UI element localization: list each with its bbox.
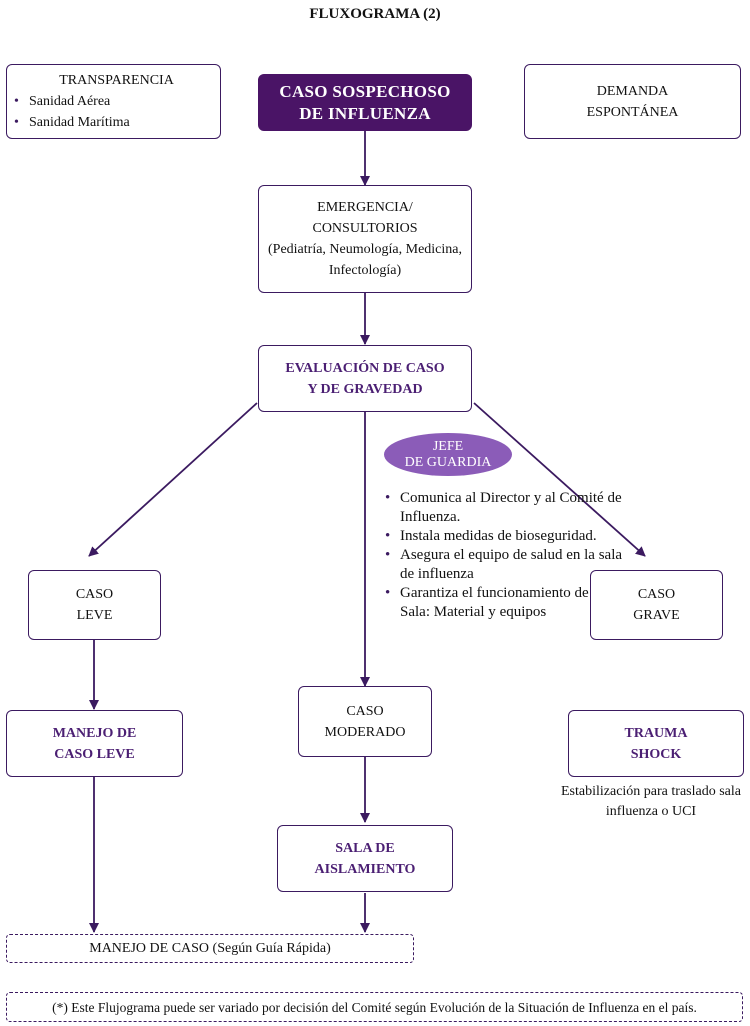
trauma-line1: TRAUMA: [624, 725, 688, 741]
manejo-leve-line2: CASO LEVE: [54, 746, 135, 762]
jefe-line1: JEFE: [432, 438, 464, 454]
list-item: Sanidad Aérea: [13, 91, 220, 112]
jefe-de-guardia-ellipse: JEFE DE GUARDIA: [384, 433, 512, 476]
list-item: Sanidad Marítima: [13, 112, 220, 133]
estabilizacion-line1: Estabilización para traslado: [561, 784, 716, 799]
list-item: Asegura el equipo de salud en la sala de…: [384, 546, 624, 584]
demanda-line1: DEMANDA: [596, 83, 669, 99]
evaluacion-line2: Y DE GRAVEDAD: [307, 381, 423, 397]
list-item: Garantiza el funcionamiento de la Sala: …: [384, 584, 624, 622]
caso-leve-line2: LEVE: [76, 608, 113, 623]
manejo-caso-leve-box: MANEJO DE CASO LEVE: [6, 710, 183, 777]
manejo-caso-label: MANEJO DE CASO (Según Guía Rápida): [89, 941, 331, 956]
transparencia-list: Sanidad Aérea Sanidad Marítima: [13, 91, 220, 133]
caso-leve-line1: CASO: [75, 587, 114, 602]
sala-line1: SALA DE: [335, 840, 395, 856]
emergencia-line4: Infectología): [328, 263, 402, 278]
demanda-line2: ESPONTÁNEA: [586, 104, 679, 120]
trauma-shock-box: TRAUMA SHOCK: [568, 710, 744, 777]
caso-sospechoso-line2: DE INFLUENZA: [299, 103, 431, 123]
jefe-line2: DE GUARDIA: [404, 454, 492, 470]
caso-moderado-line2: MODERADO: [324, 724, 406, 740]
transparencia-box: TRANSPARENCIA Sanidad Aérea Sanidad Marí…: [6, 64, 221, 139]
sala-aislamiento-box: SALA DE AISLAMIENTO: [277, 825, 453, 892]
footnote-box: (*) Este Flujograma puede ser variado po…: [6, 992, 743, 1022]
caso-sospechoso-box: CASO SOSPECHOSO DE INFLUENZA: [258, 74, 472, 131]
list-item: Comunica al Director y al Comité de Infl…: [384, 489, 624, 527]
estabilizacion-note: Estabilización para traslado sala influe…: [556, 782, 746, 822]
caso-grave-line2: GRAVE: [633, 608, 680, 623]
emergencia-line2: CONSULTORIOS: [312, 221, 418, 236]
transparencia-heading: TRANSPARENCIA: [59, 73, 174, 88]
evaluacion-box: EVALUACIÓN DE CASO Y DE GRAVEDAD: [258, 345, 472, 412]
manejo-leve-line1: MANEJO DE: [52, 725, 137, 741]
emergencia-line1: EMERGENCIA/: [317, 200, 413, 215]
emergencia-line3: (Pediatría, Neumología, Medicina,: [268, 242, 462, 257]
manejo-caso-guia-box: MANEJO DE CASO (Según Guía Rápida): [6, 934, 414, 963]
caso-moderado-line1: CASO: [346, 703, 384, 719]
caso-moderado-box: CASO MODERADO: [298, 686, 432, 757]
evaluacion-line1: EVALUACIÓN DE CASO: [285, 360, 445, 376]
jefe-task-list: Comunica al Director y al Comité de Infl…: [384, 489, 624, 622]
caso-leve-box: CASO LEVE: [28, 570, 161, 640]
caso-sospechoso-line1: CASO SOSPECHOSO: [279, 81, 451, 101]
arrow-evaluacion-to-leve: [88, 402, 258, 557]
list-item: Instala medidas de bioseguridad.: [384, 527, 624, 546]
sala-line2: AISLAMIENTO: [314, 861, 416, 877]
emergencia-box: EMERGENCIA/ CONSULTORIOS (Pediatría, Neu…: [258, 185, 472, 293]
page-title: FLUXOGRAMA (2): [309, 6, 441, 22]
estabilizacion-line2: sala influenza o UCI: [605, 784, 741, 819]
trauma-line2: SHOCK: [630, 746, 682, 762]
caso-grave-line1: CASO: [637, 587, 676, 602]
caso-grave-box: CASO GRAVE: [590, 570, 723, 640]
demanda-box: DEMANDA ESPONTÁNEA: [524, 64, 741, 139]
footnote-text: (*) Este Flujograma puede ser variado po…: [52, 999, 697, 1015]
